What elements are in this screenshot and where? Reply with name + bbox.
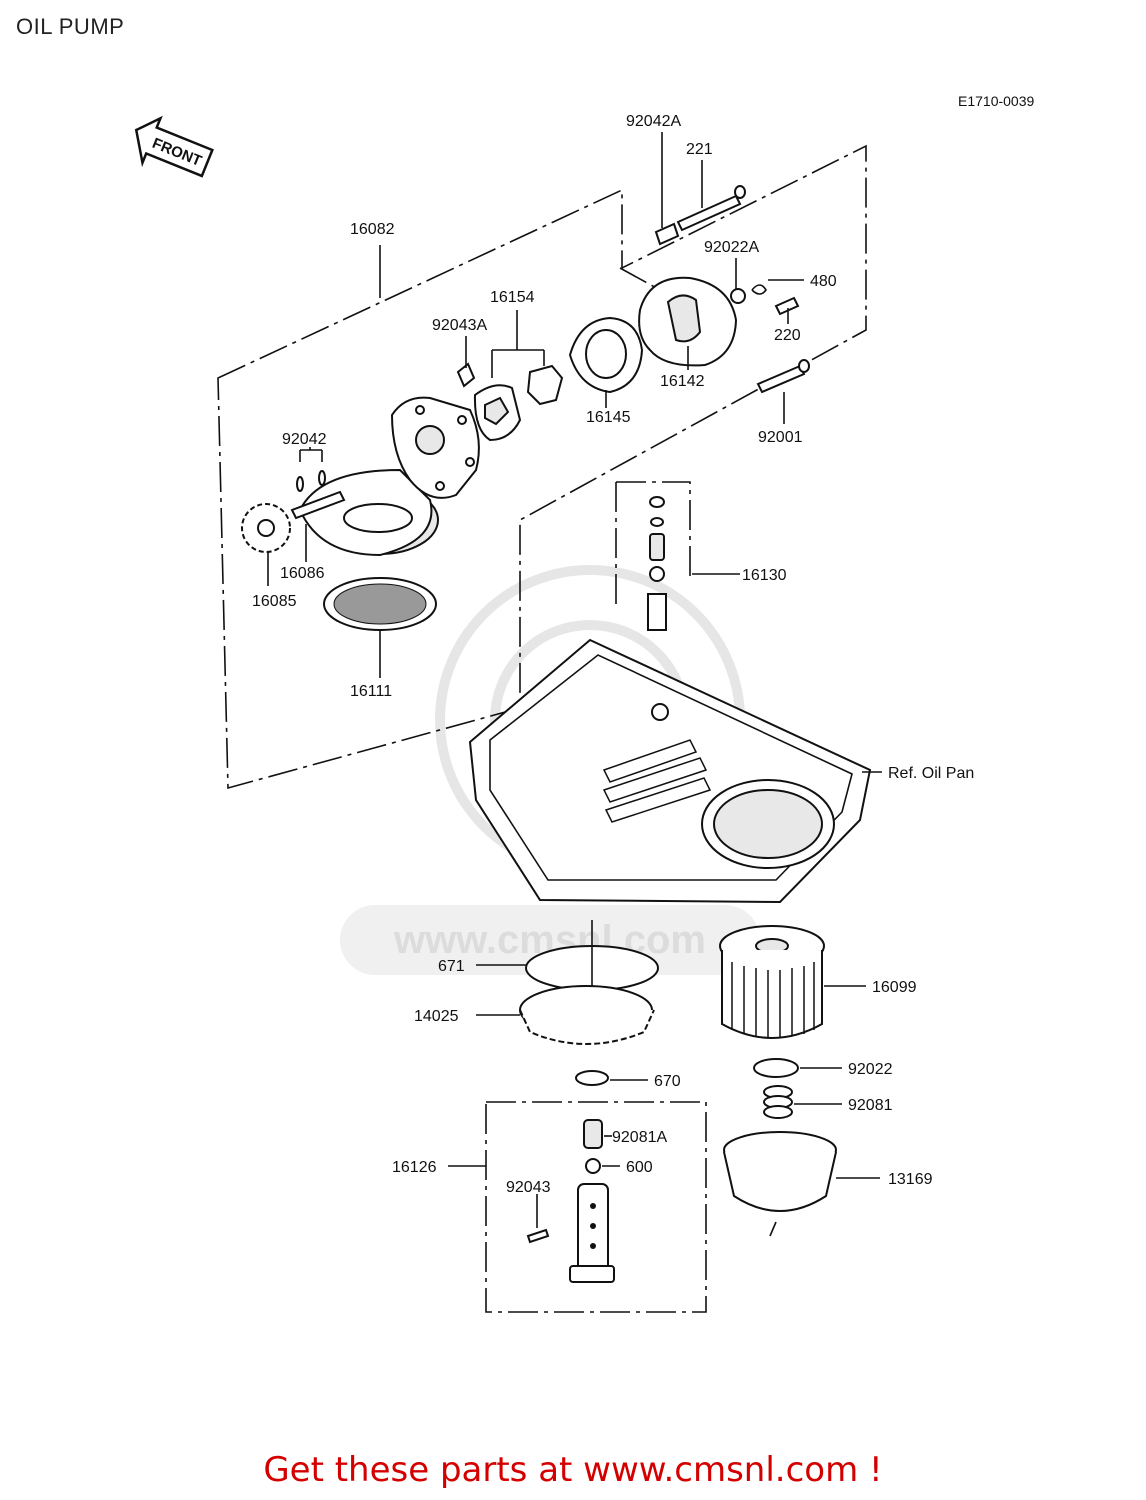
page-title: OIL PUMP [16,14,125,39]
part-label-16111[interactable]: 16111 [350,683,392,700]
ref-oil-pan-label: Ref. Oil Pan [888,765,974,782]
footer-link[interactable]: Get these parts at www.cmsnl.com ! [263,1450,883,1490]
pin-92042 [296,449,326,492]
part-label-16085[interactable]: 16085 [252,593,297,610]
leader-lines [267,132,882,1228]
part-label-480[interactable]: 480 [810,273,837,290]
clip-480 [751,284,767,295]
bolt-92001 [756,359,810,394]
pin-92043A [456,362,476,388]
oil-pump-body [298,396,480,557]
part-label-221[interactable]: 221 [686,141,713,158]
part-label-92081A[interactable]: 92081A [612,1129,667,1146]
part-label-92081[interactable]: 92081 [848,1097,893,1114]
relief-valve-16130 [647,496,667,631]
part-label-16145[interactable]: 16145 [586,409,631,426]
cover-13169 [723,1131,837,1237]
part-label-92001[interactable]: 92001 [758,429,803,446]
part-label-670[interactable]: 670 [654,1073,681,1090]
part-labels: 92042A 221 16082 92022A 480 220 16154 92… [252,113,974,1196]
washer-92022 [753,1058,799,1078]
front-arrow-icon: FRONT [134,115,214,178]
part-label-16099[interactable]: 16099 [872,979,917,996]
part-label-600[interactable]: 600 [626,1159,653,1176]
strainer-16111 [323,577,437,631]
rotor-16154 [473,349,564,442]
part-label-92022A[interactable]: 92022A [704,239,759,256]
pipe-92042A [654,222,680,246]
cover-16142 [638,276,738,367]
part-label-92043A[interactable]: 92043A [432,317,487,334]
o-ring-670 [575,1070,609,1086]
part-label-14025[interactable]: 14025 [414,1008,459,1025]
bolt-221 [676,185,746,232]
part-label-220[interactable]: 220 [774,327,801,344]
oil-pan-ref [468,638,872,904]
assembly-boundary-16130 [615,481,691,610]
bolt-14025 [519,985,655,1045]
part-label-16082[interactable]: 16082 [350,221,395,238]
part-label-16130[interactable]: 16130 [742,567,787,584]
bolt-220 [774,296,800,316]
part-label-16154[interactable]: 16154 [490,289,535,306]
part-label-13169[interactable]: 13169 [888,1171,933,1188]
part-label-16142[interactable]: 16142 [660,373,705,390]
part-label-92022[interactable]: 92022 [848,1061,893,1078]
washer-92022A [730,288,746,304]
shaft-16086 [290,490,346,520]
part-label-671[interactable]: 671 [438,958,465,975]
assembly-boundary-16126 [485,1101,707,1313]
part-label-16086[interactable]: 16086 [280,565,325,582]
part-label-92043[interactable]: 92043 [506,1179,551,1196]
sprocket-16085 [241,503,291,553]
oil-filter-16099 [719,925,825,1039]
part-label-92042[interactable]: 92042 [282,431,327,448]
bypass-valve-16126 [526,1119,615,1283]
gasket-16145 [568,316,644,394]
part-label-16126[interactable]: 16126 [392,1159,437,1176]
spring-92081 [763,1085,793,1119]
part-label-92042A[interactable]: 92042A [626,113,681,130]
diagram-code: E1710-0039 [958,93,1035,109]
